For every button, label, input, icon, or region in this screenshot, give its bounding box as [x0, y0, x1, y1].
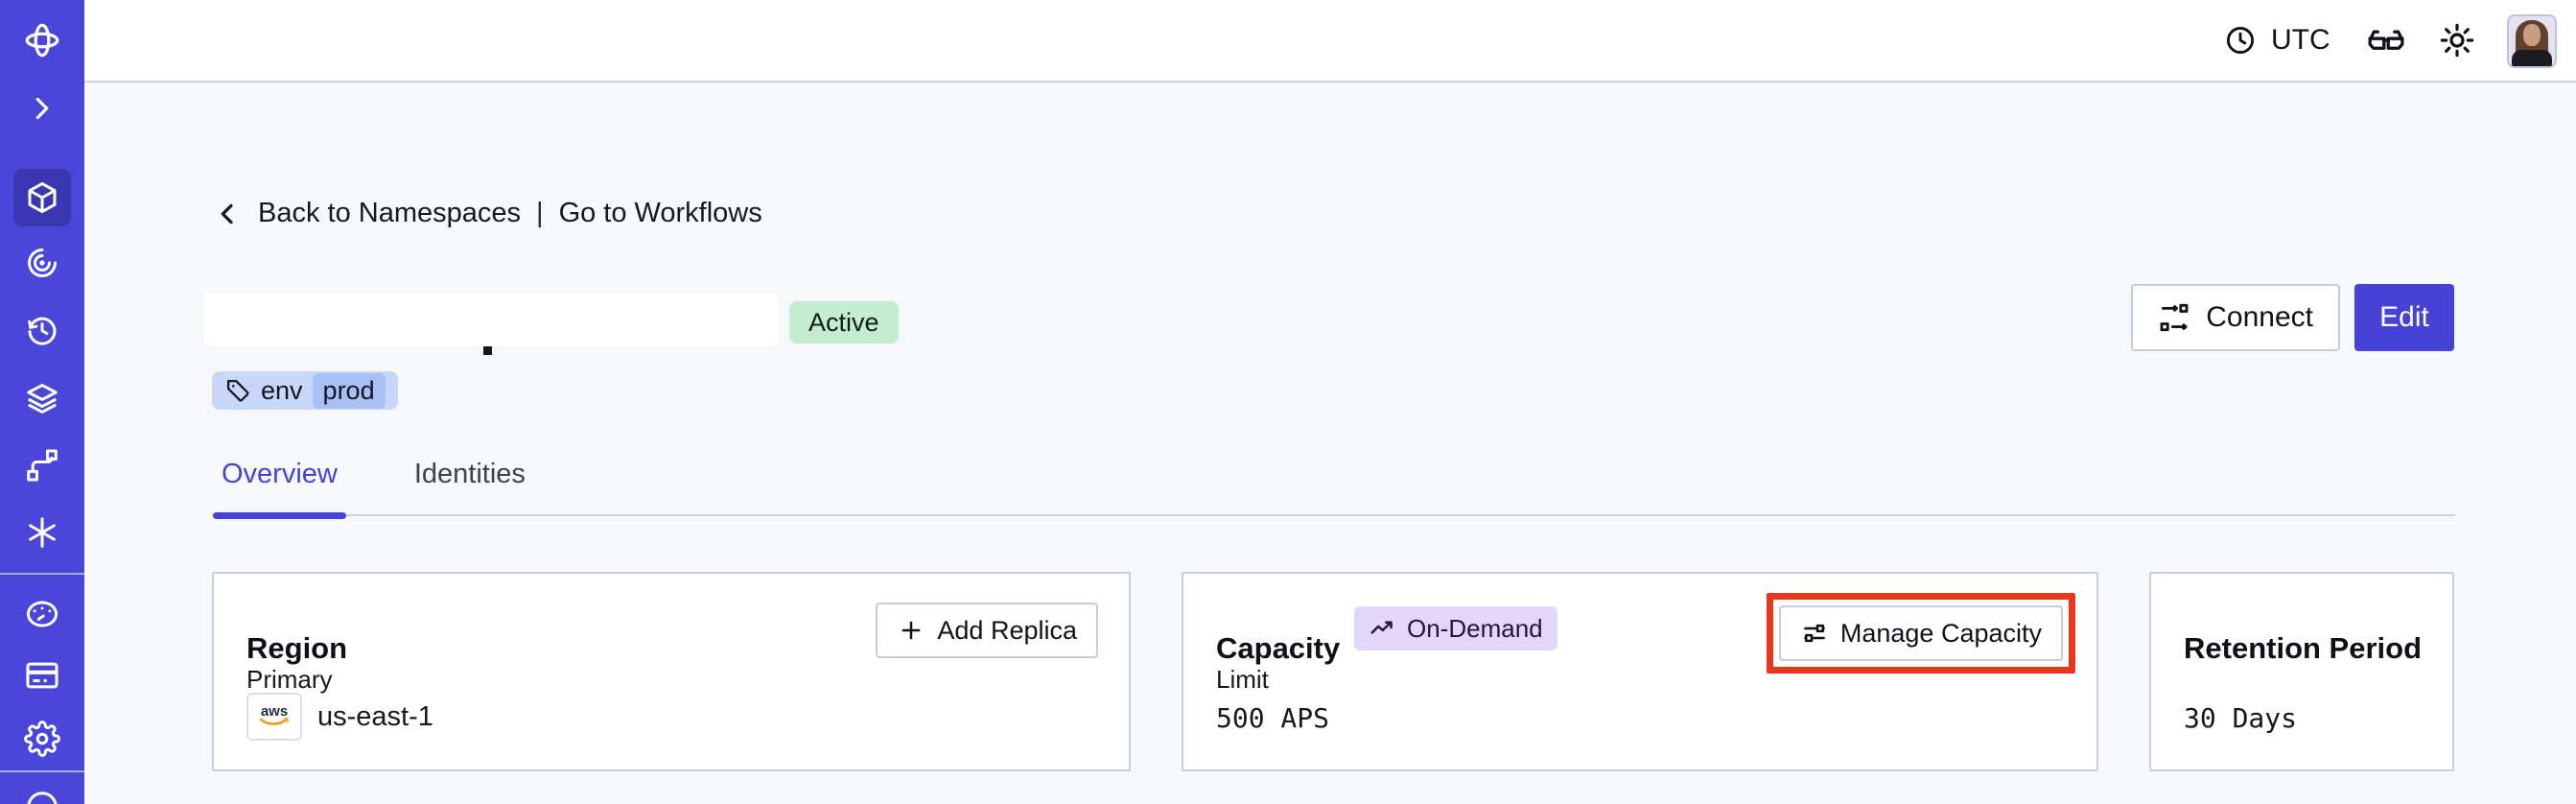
branch-icon — [24, 447, 60, 484]
connect-flow-icon — [2158, 301, 2190, 334]
tag-value: prod — [312, 372, 386, 409]
gauge-icon — [24, 596, 60, 632]
avatar-torso — [2512, 50, 2552, 66]
tag-icon — [224, 377, 251, 404]
region-value-row: aws us-east-1 — [246, 693, 433, 741]
manage-capacity-label: Manage Capacity — [1839, 618, 2042, 648]
connect-button-label: Connect — [2206, 301, 2313, 333]
ondemand-badge: On-Demand — [1354, 606, 1557, 650]
breadcrumb-separator: | — [536, 198, 544, 228]
retention-value: 30 Days — [2184, 702, 2298, 734]
cube-icon — [24, 179, 60, 216]
back-chevron-icon[interactable] — [212, 199, 243, 229]
aws-logo-icon: aws — [246, 693, 302, 741]
capacity-card: Capacity On-Demand — [1182, 572, 2098, 771]
sidebar-item-usage[interactable] — [0, 596, 84, 632]
breadcrumb-workflows-link[interactable]: Go to Workflows — [558, 198, 762, 228]
highlight-ring: Manage Capacity — [1766, 593, 2075, 674]
region-field-label: Primary — [246, 665, 333, 694]
chevron-right-icon — [24, 90, 60, 127]
sidebar — [0, 0, 84, 804]
tag-key: env — [261, 375, 303, 405]
avatar-face — [2523, 24, 2541, 46]
region-value: us-east-1 — [317, 700, 433, 732]
namespace-tag[interactable]: env prod — [212, 371, 398, 410]
sidebar-item-schedules[interactable] — [0, 312, 84, 348]
sidebar-item-namespaces[interactable] — [13, 169, 71, 226]
circle-partial-icon — [24, 789, 60, 804]
sidebar-item-deployments[interactable] — [0, 380, 84, 416]
aws-logo-text: aws — [261, 703, 288, 720]
sidebar-divider — [0, 573, 84, 575]
retention-card: Retention Period 30 Days — [2149, 572, 2454, 771]
user-avatar[interactable] — [2507, 14, 2557, 68]
status-badge: Active — [789, 301, 899, 343]
credit-card-icon — [24, 657, 60, 694]
tab-bar: Overview Identities — [212, 453, 2455, 519]
region-card: Region Add Replica Primary aws — [212, 572, 1131, 771]
sliders-icon — [1800, 619, 1829, 648]
timezone-label: UTC — [2271, 24, 2330, 56]
main-content: Back to Namespaces | Go to Workflows Act… — [205, 81, 2455, 804]
clock-rewind-icon — [24, 312, 60, 348]
sidebar-item-billing[interactable] — [0, 657, 84, 694]
labs-toggle-button[interactable] — [2365, 0, 2407, 81]
edit-button[interactable]: Edit — [2354, 284, 2454, 351]
tab-identities[interactable]: Identities — [413, 459, 526, 489]
clock-icon — [2223, 23, 2258, 58]
region-card-title: Region — [246, 630, 348, 665]
retention-card-title: Retention Period — [2184, 630, 2423, 665]
capacity-card-title: Capacity — [1216, 630, 1341, 665]
sidebar-item-batch-operations[interactable] — [0, 447, 84, 484]
connect-button[interactable]: Connect — [2131, 284, 2340, 351]
sidebar-item-profile[interactable] — [0, 789, 84, 804]
tab-overview[interactable]: Overview — [213, 453, 346, 519]
sidebar-expand-button[interactable] — [0, 90, 84, 127]
topbar: UTC — [84, 0, 2576, 83]
timezone-selector[interactable]: UTC — [2223, 0, 2330, 81]
temporal-logo-icon[interactable] — [0, 19, 84, 61]
eye-icon — [24, 245, 60, 281]
namespace-title-redacted — [205, 293, 778, 346]
gear-icon — [24, 721, 60, 757]
breadcrumb-back-link[interactable]: Back to Namespaces — [258, 198, 522, 228]
asterisk-icon — [24, 514, 60, 551]
sidebar-item-settings[interactable] — [0, 721, 84, 757]
plus-icon — [897, 616, 925, 645]
sidebar-divider — [0, 770, 84, 772]
capacity-field-label: Limit — [1216, 665, 1269, 694]
namespace-actions: Connect Edit — [2131, 284, 2454, 351]
ondemand-badge-label: On-Demand — [1407, 613, 1543, 643]
capacity-value: 500 APS — [1216, 702, 1330, 734]
overview-cards: Region Add Replica Primary aws — [212, 572, 2454, 771]
manage-capacity-button[interactable]: Manage Capacity — [1778, 605, 2063, 661]
redaction-artifact-dot — [483, 346, 492, 355]
glasses-icon — [2365, 19, 2407, 61]
add-replica-label: Add Replica — [937, 615, 1077, 645]
sidebar-item-workflows[interactable] — [0, 245, 84, 281]
theme-toggle-button[interactable] — [2438, 0, 2476, 81]
trending-up-icon — [1369, 614, 1397, 643]
add-replica-button[interactable]: Add Replica — [876, 603, 1098, 658]
layers-icon — [24, 380, 60, 416]
sidebar-item-nexus[interactable] — [0, 514, 84, 551]
sun-icon — [2438, 21, 2476, 59]
breadcrumb: Back to Namespaces | Go to Workflows — [212, 198, 762, 229]
